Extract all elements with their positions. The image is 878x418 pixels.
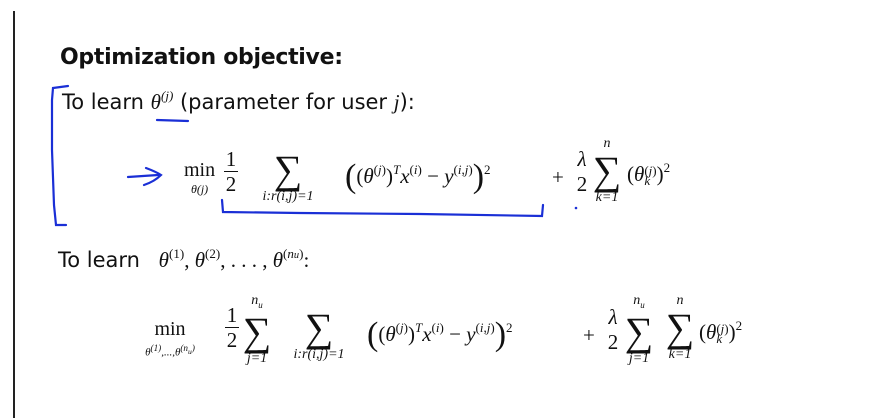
arrow-annotation <box>126 166 163 187</box>
squared-error-term: ((θ(j))Tx(i) − y(i,j))2 <box>345 158 491 195</box>
regularization-term-all: (θ(j)k)2 <box>699 318 743 347</box>
theta-j-symbol: θ(j) <box>150 88 174 115</box>
section2-heading: To learn θ(1), θ(2), . . . , θ(nu): <box>58 246 310 273</box>
left-bracket-annotation <box>50 84 70 227</box>
min-operator: min θ(j) <box>184 159 216 196</box>
left-border-line <box>13 11 15 418</box>
section1-lead: To learn <box>62 90 144 115</box>
sum-over-k: n ∑ k=1 <box>592 136 622 205</box>
slide-title: Optimization objective: <box>60 45 343 70</box>
section1-heading: To learn θ(j) (parameter for user j): <box>62 88 415 115</box>
plus-sign-all: + <box>583 323 595 347</box>
sum-over-j: nu ∑ j=1 <box>242 293 272 366</box>
theta-underline-annotation <box>155 118 190 123</box>
reg-sum-over-k: n ∑ k=1 <box>665 293 695 362</box>
pen-dot <box>574 206 578 210</box>
plus-sign: + <box>552 165 564 189</box>
sum-over-rated-all: ∑ i:r(i,j)=1 <box>293 305 345 362</box>
squared-error-term-all: ((θ(j))Tx(i) − y(i,j))2 <box>367 316 513 353</box>
reg-sum-over-j: nu ∑ j=1 <box>624 293 654 366</box>
min-operator-all: min θ(1),...,θ(nu) <box>145 318 195 359</box>
regularization-term: (θ(j)k)2 <box>627 160 671 189</box>
underbrace-annotation <box>220 198 545 218</box>
sum-over-rated: ∑ i:r(i,j)=1 <box>262 147 314 204</box>
